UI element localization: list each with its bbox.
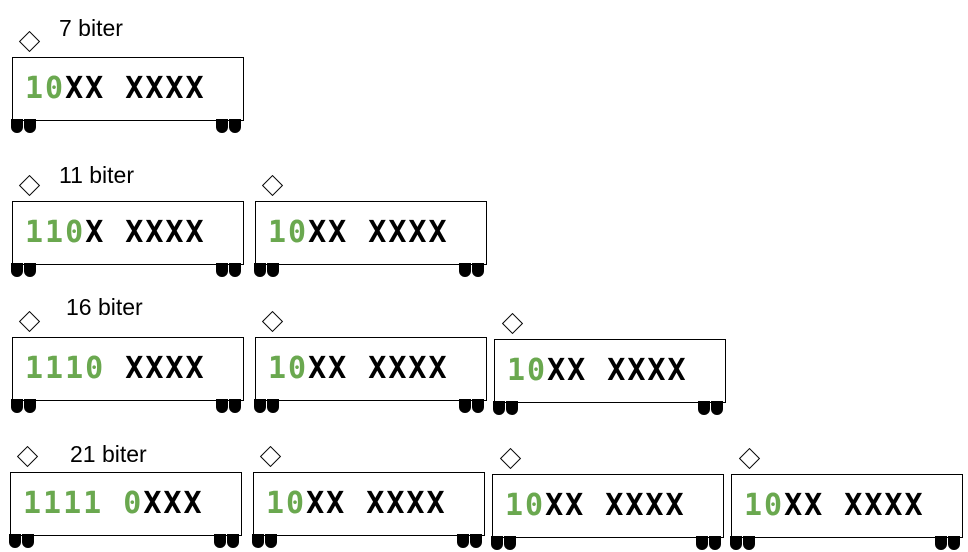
wheels-right-icon bbox=[216, 119, 241, 133]
coupling-diamond-icon bbox=[259, 445, 282, 468]
bit-prefix: 10 bbox=[25, 71, 66, 106]
wheels-right-icon bbox=[214, 534, 239, 548]
bit-payload: XX XXXX bbox=[545, 488, 686, 523]
bit-prefix: 1111 0 bbox=[23, 486, 144, 521]
wheels-left-icon bbox=[11, 263, 36, 277]
coupling-diamond-icon bbox=[261, 174, 284, 197]
wheels-right-icon bbox=[457, 534, 482, 548]
wheels-left-icon bbox=[11, 399, 36, 413]
coupling-diamond-icon bbox=[18, 174, 41, 197]
coupling-diamond-icon bbox=[18, 310, 41, 333]
wheels-right-icon bbox=[696, 536, 721, 550]
bit-payload: XX XXXX bbox=[306, 486, 447, 521]
bit-prefix: 10 bbox=[268, 215, 309, 250]
wheels-right-icon bbox=[459, 399, 484, 413]
wheels-right-icon bbox=[216, 399, 241, 413]
coupling-diamond-icon bbox=[18, 30, 41, 53]
bit-prefix: 10 bbox=[744, 488, 785, 523]
wheels-left-icon bbox=[254, 399, 279, 413]
coupling-diamond-icon bbox=[738, 447, 761, 470]
wheels-left-icon bbox=[252, 534, 277, 548]
wheels-left-icon bbox=[493, 401, 518, 415]
row-label-7-biter: 7 biter bbox=[59, 15, 123, 41]
row-label-16-biter: 16 biter bbox=[66, 294, 143, 320]
wheels-left-icon bbox=[11, 119, 36, 133]
wheels-left-icon bbox=[491, 536, 516, 550]
bit-payload: XX XXXX bbox=[308, 215, 449, 250]
bit-payload: XXX bbox=[143, 486, 204, 521]
bit-prefix: 10 bbox=[266, 486, 307, 521]
wheels-left-icon bbox=[730, 536, 755, 550]
bit-prefix: 10 bbox=[505, 488, 546, 523]
bit-payload: XX XXXX bbox=[784, 488, 925, 523]
coupling-diamond-icon bbox=[501, 312, 524, 335]
bit-prefix: 10 bbox=[268, 351, 309, 386]
wheels-left-icon bbox=[254, 263, 279, 277]
row-label-11-biter: 11 biter bbox=[59, 162, 135, 188]
bit-prefix: 1110 bbox=[25, 351, 106, 386]
wheels-right-icon bbox=[935, 536, 960, 550]
coupling-diamond-icon bbox=[16, 445, 39, 468]
wheels-right-icon bbox=[459, 263, 484, 277]
wagon-bits: 1110 XXXX bbox=[25, 338, 206, 400]
coupling-diamond-icon bbox=[261, 310, 284, 333]
bit-prefix: 110 bbox=[25, 215, 86, 250]
wagon-byte-1: 1110 XXXX bbox=[11, 337, 244, 413]
wheels-right-icon bbox=[698, 401, 723, 415]
bit-payload: XX XXXX bbox=[547, 353, 688, 388]
wheels-right-icon bbox=[216, 263, 241, 277]
bit-payload: XX XXXX bbox=[308, 351, 449, 386]
wheels-left-icon bbox=[9, 534, 34, 548]
coupling-diamond-icon bbox=[499, 447, 522, 470]
bit-prefix: 10 bbox=[507, 353, 548, 388]
bit-payload: X XXXX bbox=[85, 215, 206, 250]
row-label-21-biter: 21 biter bbox=[70, 441, 147, 467]
bit-payload: XXXX bbox=[105, 351, 206, 386]
bit-payload: XX XXXX bbox=[65, 71, 206, 106]
